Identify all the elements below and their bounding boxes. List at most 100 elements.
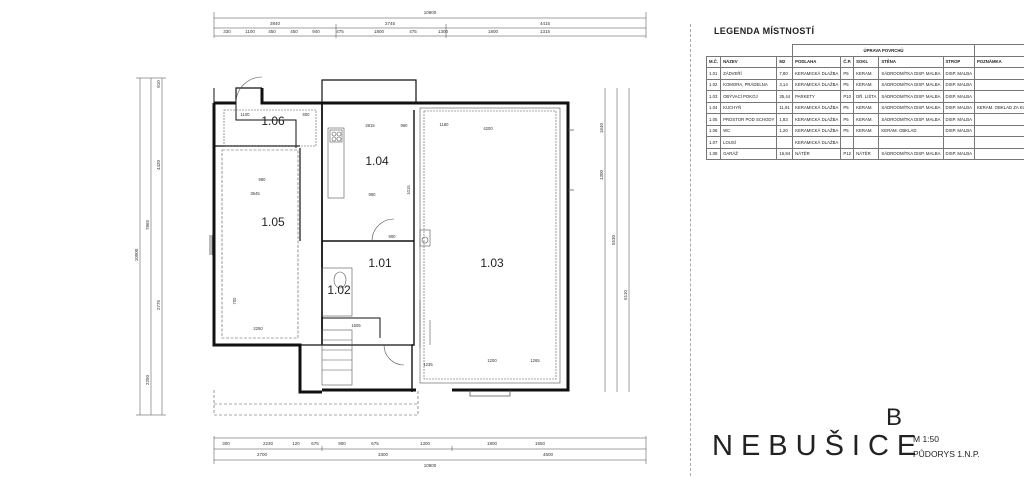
legend-cell: PARKETY [792, 90, 842, 103]
dim-top-c: 4415 [540, 21, 551, 26]
legend-cell: 1,20 [776, 124, 794, 137]
legend-cell: KERAM. [853, 124, 880, 137]
legend-cell: 1,83 [776, 113, 794, 126]
dim-bot-s3: 675 [311, 441, 319, 446]
legend-cell: KERAM. [853, 113, 880, 126]
dim-int-3: 960 [401, 123, 409, 128]
dim-bot-a: 2700 [257, 452, 268, 457]
dim-int-2: 2815 [365, 123, 375, 128]
legend-cell: P5 [840, 101, 855, 114]
legend-cell: PROSTOR POD SCHODY [720, 113, 778, 126]
legend-cell: 1.03 [705, 90, 722, 103]
legend-cell: 1.02 [705, 78, 722, 91]
inner-lines [209, 76, 574, 416]
dim-top-s7: 475 [409, 29, 417, 34]
dim-int-6: 980 [259, 177, 267, 182]
legend-cell: SÁDROOMÍTKA DISP. MALBA [878, 113, 944, 126]
legend-cell: NÁTĚR [792, 147, 842, 160]
dim-top-total: 10800 [424, 10, 437, 15]
dim-int-1: 600 [303, 112, 311, 117]
dim-top-b: 2745 [385, 21, 396, 26]
legend-cell: SÁDROOMÍTKA DISP. MALBA [878, 147, 944, 160]
legend-cell: KERAM. [853, 78, 880, 91]
legend-cell: 1.08 [705, 147, 722, 160]
dim-left-total: 10000 [134, 248, 139, 261]
room-labels: 1.06 1.04 1.05 1.01 1.03 1.02 [261, 114, 504, 297]
legend-cell [973, 90, 1024, 103]
dim-bot-total: 10800 [424, 463, 437, 468]
legend-cell: 1.01 [705, 67, 722, 80]
legend-cell: KERAMICKÁ DLAŽBA [792, 136, 842, 149]
dim-int-4: 3645 [250, 191, 260, 196]
floor-plan-drawing: 10800 3840 2745 4415 330 1100 450 450 94… [134, 10, 647, 468]
legend-cell: DISP. MALBA [942, 124, 975, 137]
dim-top-s5: 475 [336, 29, 344, 34]
interior-dimension-labels: 1100 600 2815 960 3645 4200 980 1180 225… [232, 112, 540, 367]
legend-cell: 1.07 [705, 136, 722, 149]
legend-cell: KERAMICKÁ DLAŽBA [792, 101, 842, 114]
dim-int-0: 1100 [240, 112, 250, 117]
dim-int-16: 700 [232, 297, 237, 305]
room-label-1-01: 1.01 [368, 256, 392, 270]
dim-left-e: 810 [156, 80, 161, 88]
legend-cell: KERAM. [853, 67, 880, 80]
dim-left-a: 4420 [156, 159, 161, 170]
legend-cell: 1.04 [705, 101, 722, 114]
dim-int-12: 1235 [423, 362, 433, 367]
left-dimension-labels: 10000 7865 4420 2775 2250 810 [134, 80, 161, 385]
dim-left-d: 2250 [145, 374, 150, 385]
room-label-1-05: 1.05 [261, 215, 285, 229]
legend-cell: 1.06 [705, 124, 722, 137]
legend-cell [973, 113, 1024, 126]
legend-col-header: M2 [776, 55, 794, 68]
legend-cell: KERAM. [853, 101, 880, 114]
dim-top-s4: 940 [312, 29, 320, 34]
legend-cell: 16,84 [776, 147, 794, 160]
dim-top-a: 3840 [270, 21, 281, 26]
dim-right-b: 1300 [599, 169, 604, 180]
legend-cell [878, 136, 944, 149]
dim-top-s10: 1315 [540, 29, 551, 34]
legend-col-header: STROP [942, 55, 975, 68]
dim-left-b: 7865 [145, 219, 150, 230]
legend-cell: ZÁDVEŘÍ [720, 67, 778, 80]
legend-cell: 7,80 [776, 67, 794, 80]
legend-col-header: SOKL [853, 55, 880, 68]
dim-top-s1: 1100 [245, 29, 255, 34]
dim-bot-c: 4500 [543, 452, 554, 457]
dim-bot-s6: 1300 [420, 441, 431, 446]
legend-col-header: M.Č. [705, 55, 722, 68]
dim-bot-s1: 2230 [263, 441, 274, 446]
legend-cell [840, 136, 855, 149]
legend-cell [776, 136, 794, 149]
legend-group-row: ÚPRAVA POVRCHŮ [706, 44, 1024, 57]
legend-cell: SÁDROOMÍTKA DISP. MALBA [878, 101, 944, 114]
dim-bot-s4: 900 [338, 441, 346, 446]
right-dimension-labels: 1640 1300 5530 6110 [599, 122, 628, 299]
drawing-scale: M 1:50 [913, 434, 939, 444]
legend-col-header: Č.P. [840, 55, 855, 68]
dim-bot-s0: 300 [222, 441, 230, 446]
legend-cell: DŘ. LIŠTA [853, 90, 880, 103]
legend-cell: GARÁŽ [720, 147, 778, 160]
dim-int-14: 1015 [406, 185, 411, 195]
legend-cell: DISP. MALBA [942, 67, 975, 80]
legend-cell: SÁDROOMÍTKA DISP. MALBA [878, 78, 944, 91]
dim-right-c: 5530 [611, 234, 616, 245]
legend-cell: DISP. MALBA [942, 101, 975, 114]
dim-bot-s2: 120 [292, 441, 300, 446]
legend-group-header: ÚPRAVA POVRCHŮ [792, 44, 975, 57]
dim-int-11: 1265 [530, 358, 540, 363]
dimension-lines [136, 12, 647, 464]
dim-right-a: 1640 [599, 122, 604, 133]
legend-cell: P12 [840, 147, 855, 160]
legend-cell: P5 [840, 124, 855, 137]
dim-bot-s5: 675 [371, 441, 379, 446]
